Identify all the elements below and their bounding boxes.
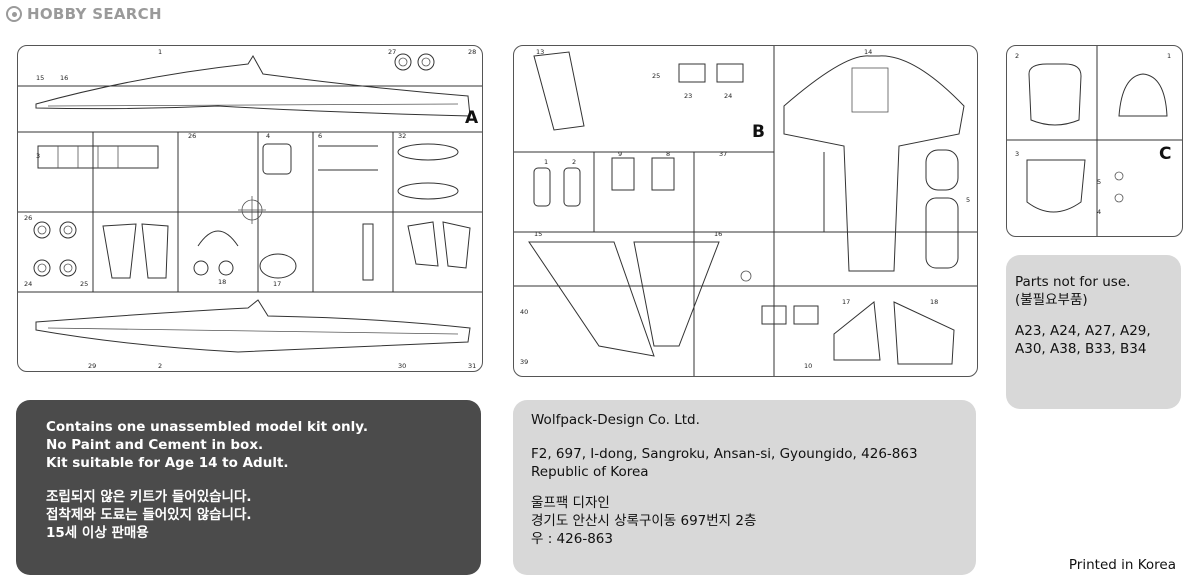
sprue-b-drawing: 13 14 25 23 24 1 2 9 8 37 5 15 16 40 39 17 18 10 — [514, 46, 977, 376]
notice-en-line-2: No Paint and Cement in box. — [46, 437, 264, 453]
sprue-c: 2 1 3 5 4 C — [1006, 45, 1183, 237]
svg-text:26: 26 — [188, 132, 196, 140]
svg-text:13: 13 — [536, 48, 544, 56]
svg-text:4: 4 — [266, 132, 270, 140]
svg-text:1: 1 — [1167, 52, 1171, 60]
svg-text:14: 14 — [864, 48, 872, 56]
sprue-b-letter: B — [752, 122, 765, 142]
company-info-panel: Wolfpack-Design Co. Ltd. F2, 697, I-dong… — [513, 400, 976, 575]
svg-text:18: 18 — [930, 298, 938, 306]
svg-text:3: 3 — [36, 152, 40, 160]
parts-not-for-use-title: Parts not for use. — [1015, 274, 1131, 290]
svg-text:37: 37 — [719, 150, 727, 158]
hobby-search-logo-icon — [6, 6, 22, 22]
svg-text:31: 31 — [468, 362, 476, 370]
company-address-line-1: F2, 697, I-dong, Sangroku, Ansan-si, Gyo… — [531, 446, 918, 462]
svg-text:28: 28 — [468, 48, 476, 56]
svg-text:2: 2 — [572, 158, 576, 166]
company-name-ko: 울프팩 디자인 — [531, 495, 610, 511]
watermark: HOBBY SEARCH — [6, 4, 162, 24]
company-address-line-2: Republic of Korea — [531, 464, 649, 480]
sprue-a-drawing: 1 15 16 27 28 3 26 4 6 32 26 24 25 18 17 29 2 30 3… — [18, 48, 482, 370]
svg-text:2: 2 — [1015, 52, 1019, 60]
parts-not-for-use-title-ko: (불필요부품) — [1015, 292, 1088, 308]
svg-text:25: 25 — [652, 72, 660, 80]
notice-ko-line-1: 조립되지 않은 키트가 들어있습니다. — [46, 489, 252, 505]
svg-text:18: 18 — [218, 278, 226, 286]
svg-text:9: 9 — [618, 150, 622, 158]
svg-text:5: 5 — [966, 196, 970, 204]
svg-text:27: 27 — [388, 48, 396, 56]
svg-text:29: 29 — [88, 362, 96, 370]
svg-text:6: 6 — [318, 132, 322, 140]
svg-text:3: 3 — [1015, 150, 1019, 158]
printed-in-label: Printed in Korea — [1068, 557, 1176, 573]
svg-text:16: 16 — [60, 74, 68, 82]
svg-text:30: 30 — [398, 362, 406, 370]
company-name: Wolfpack-Design Co. Ltd. — [531, 412, 700, 428]
watermark-text: HOBBY SEARCH — [27, 5, 162, 23]
svg-text:8: 8 — [666, 150, 670, 158]
svg-text:40: 40 — [520, 308, 528, 316]
svg-text:23: 23 — [684, 92, 692, 100]
notice-en-line-3: Kit suitable for Age 14 to Adult. — [46, 455, 289, 471]
sprue-c-letter: C — [1159, 144, 1172, 164]
sprue-a-letter: A — [465, 108, 479, 128]
svg-text:10: 10 — [804, 362, 812, 370]
svg-text:17: 17 — [273, 280, 281, 288]
sprue-c-drawing: 2 1 3 5 4 — [1007, 46, 1182, 236]
svg-text:1: 1 — [158, 48, 162, 56]
parts-not-for-use-list-2: A30, A38, B33, B34 — [1015, 341, 1147, 357]
svg-text:24: 24 — [24, 280, 32, 288]
svg-text:15: 15 — [534, 230, 542, 238]
svg-text:15: 15 — [36, 74, 44, 82]
svg-text:39: 39 — [520, 358, 528, 366]
parts-not-for-use-panel: Parts not for use. (불필요부품) A23, A24, A27… — [1006, 255, 1181, 409]
notice-ko-line-2: 접착제와 도료는 들어있지 않습니다. — [46, 507, 252, 523]
svg-text:26: 26 — [24, 214, 32, 222]
svg-text:4: 4 — [1097, 208, 1101, 216]
company-postal-ko: 우 : 426-863 — [531, 531, 613, 547]
notice-en-line-1: Contains one unassembled model kit only. — [46, 419, 368, 435]
sprue-a: 1 15 16 27 28 3 26 4 6 32 26 24 25 18 17 29 2 30 3… — [17, 45, 483, 372]
svg-text:17: 17 — [842, 298, 850, 306]
svg-text:1: 1 — [544, 158, 548, 166]
svg-text:5: 5 — [1097, 178, 1101, 186]
svg-text:24: 24 — [724, 92, 732, 100]
company-address-ko: 경기도 안산시 상록구이동 697번지 2층 — [531, 513, 757, 529]
svg-text:25: 25 — [80, 280, 88, 288]
parts-not-for-use-list-1: A23, A24, A27, A29, — [1015, 323, 1151, 339]
svg-text:16: 16 — [714, 230, 722, 238]
svg-text:32: 32 — [398, 132, 406, 140]
svg-text:2: 2 — [158, 362, 162, 370]
kit-notice-panel: Contains one unassembled model kit only.… — [16, 400, 481, 575]
notice-ko-line-3: 15세 이상 판매용 — [46, 525, 149, 541]
